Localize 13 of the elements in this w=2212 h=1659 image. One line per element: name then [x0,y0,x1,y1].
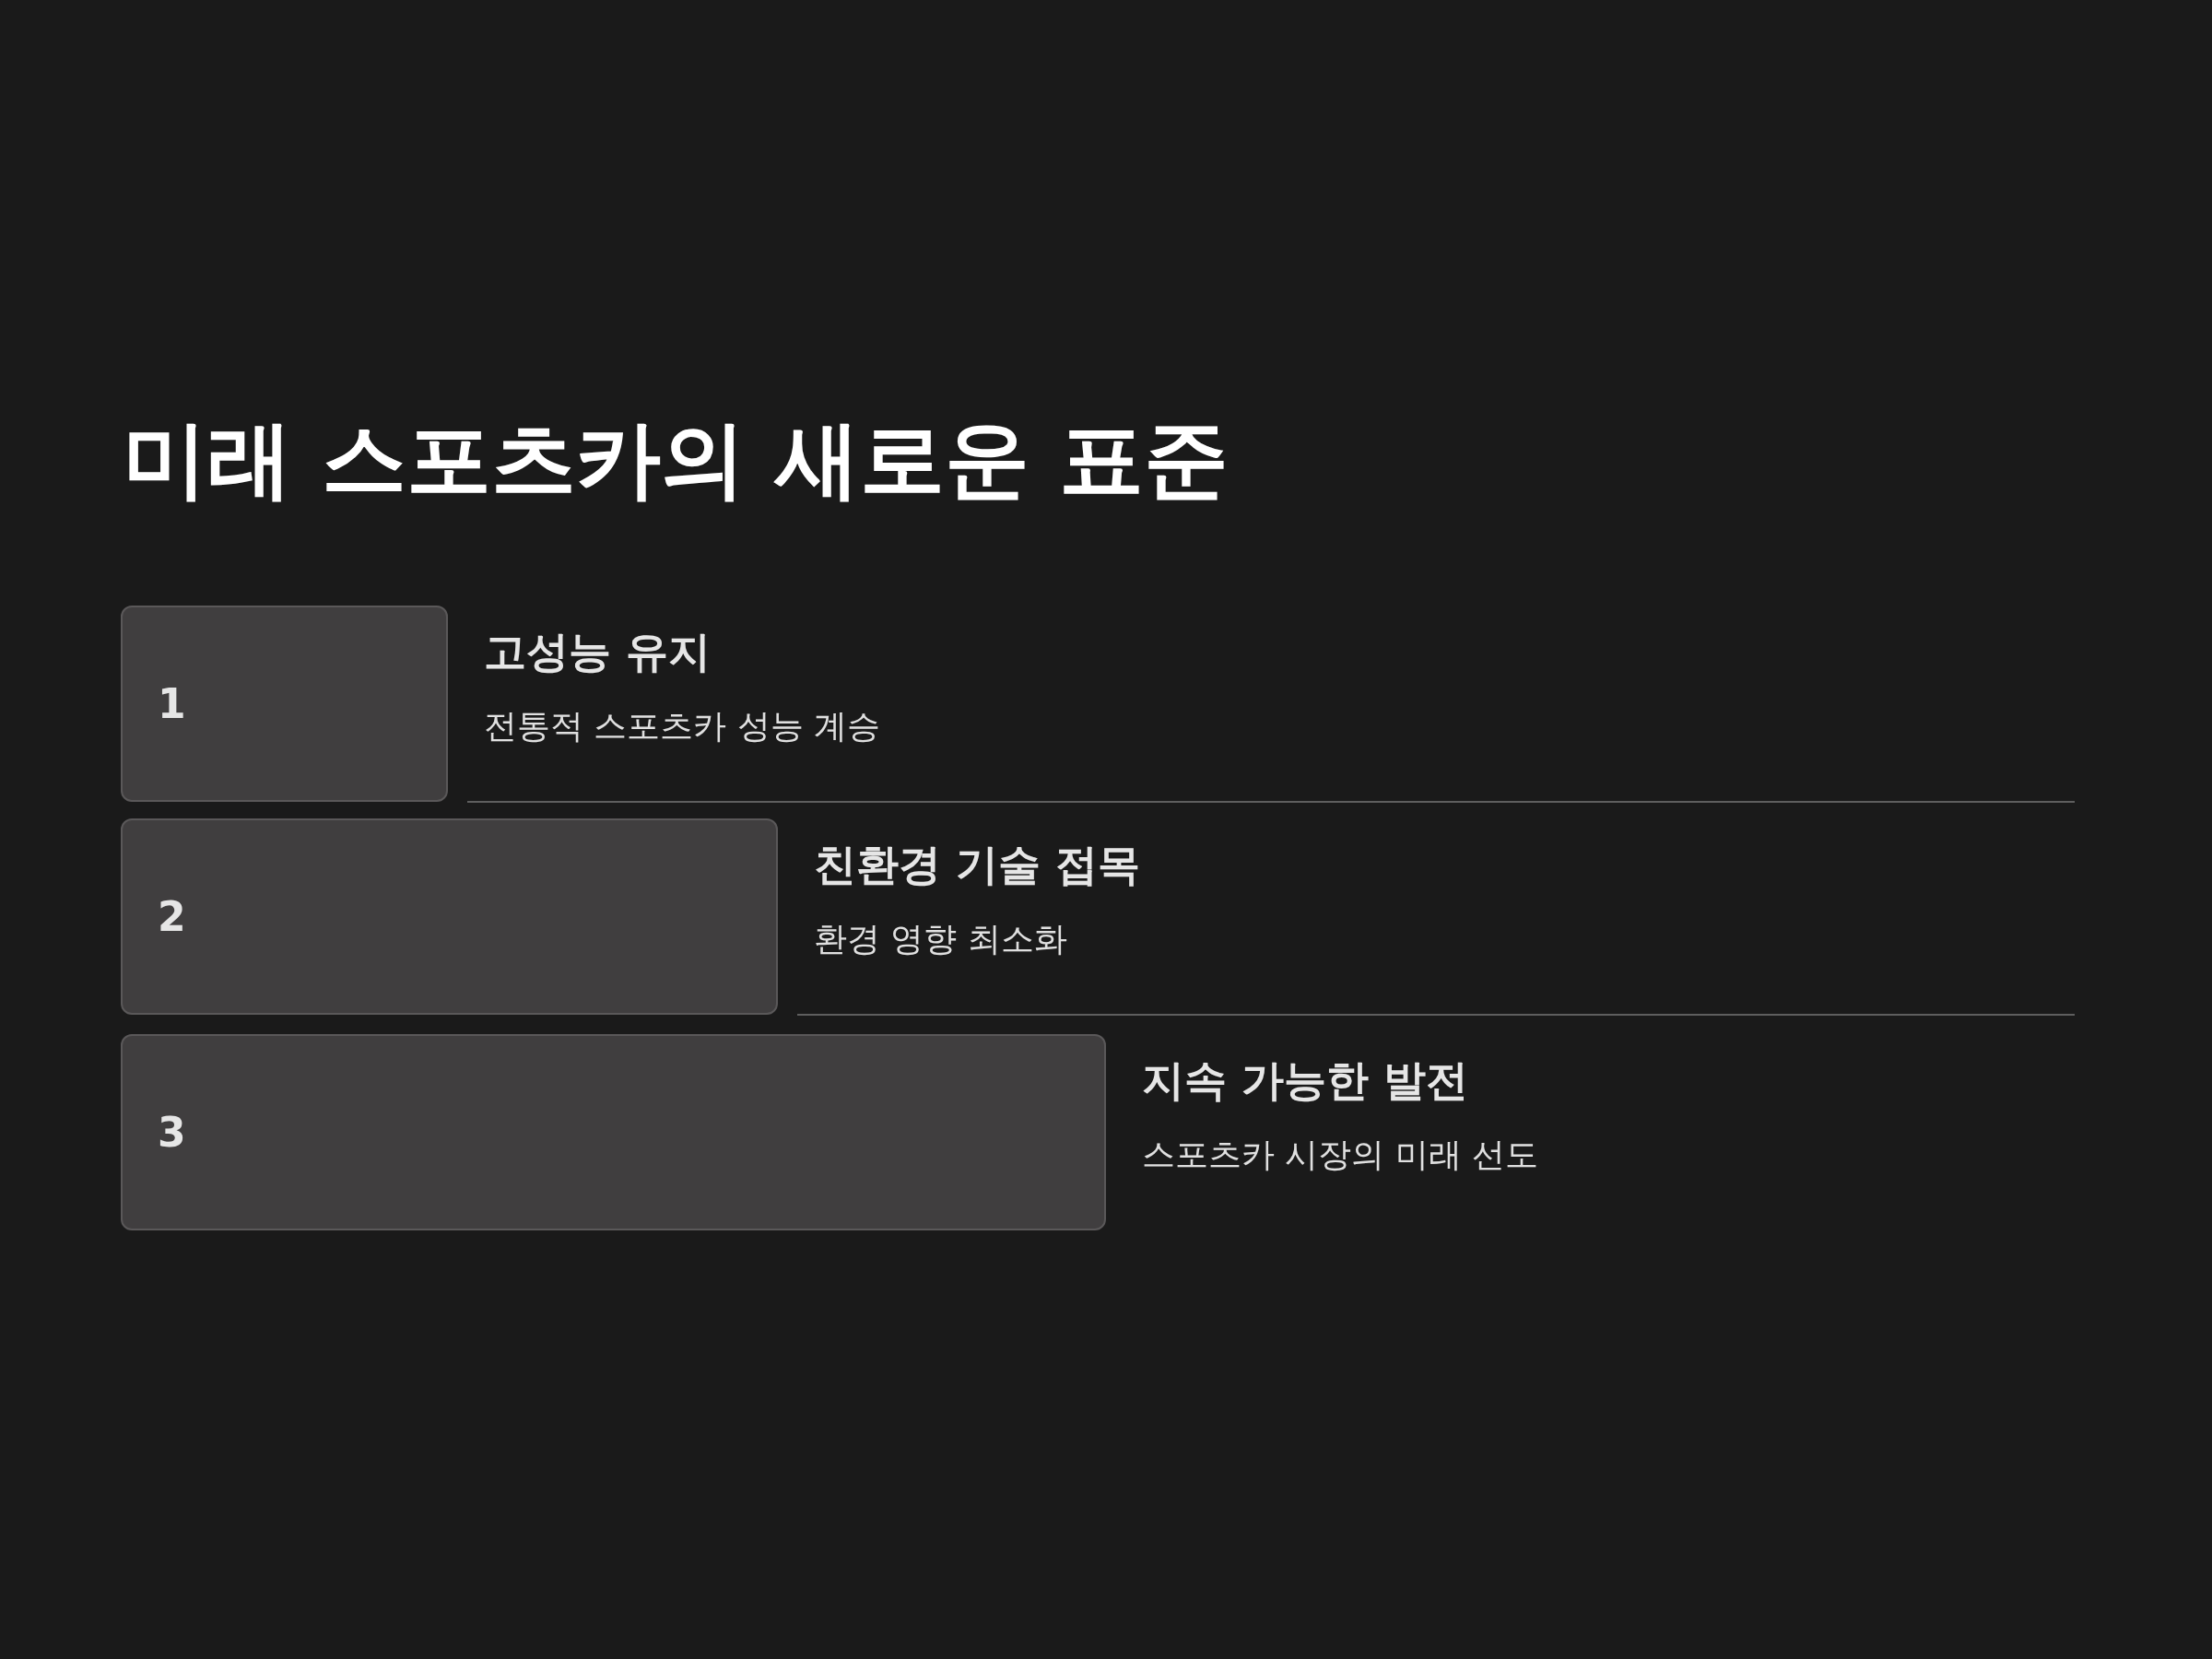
step-number: 3 [158,1112,186,1153]
step-bar [121,606,448,802]
step-number: 2 [158,896,186,937]
step-bar [121,818,778,1015]
step-heading: 친환경 기술 접목 [814,841,1141,889]
step-bar [121,1034,1106,1230]
step-description: 전통적 스포츠카 성능 계승 [484,707,881,746]
step-number: 1 [158,683,186,724]
slide-title: 미래 스포츠카의 새로운 표준 [123,413,1230,507]
step-heading: 지속 가능한 발전 [1142,1056,1469,1105]
step-description: 환경 영향 최소화 [814,920,1067,959]
step-heading: 고성능 유지 [484,628,711,677]
step-description: 스포츠카 시장의 미래 선도 [1142,1135,1539,1174]
